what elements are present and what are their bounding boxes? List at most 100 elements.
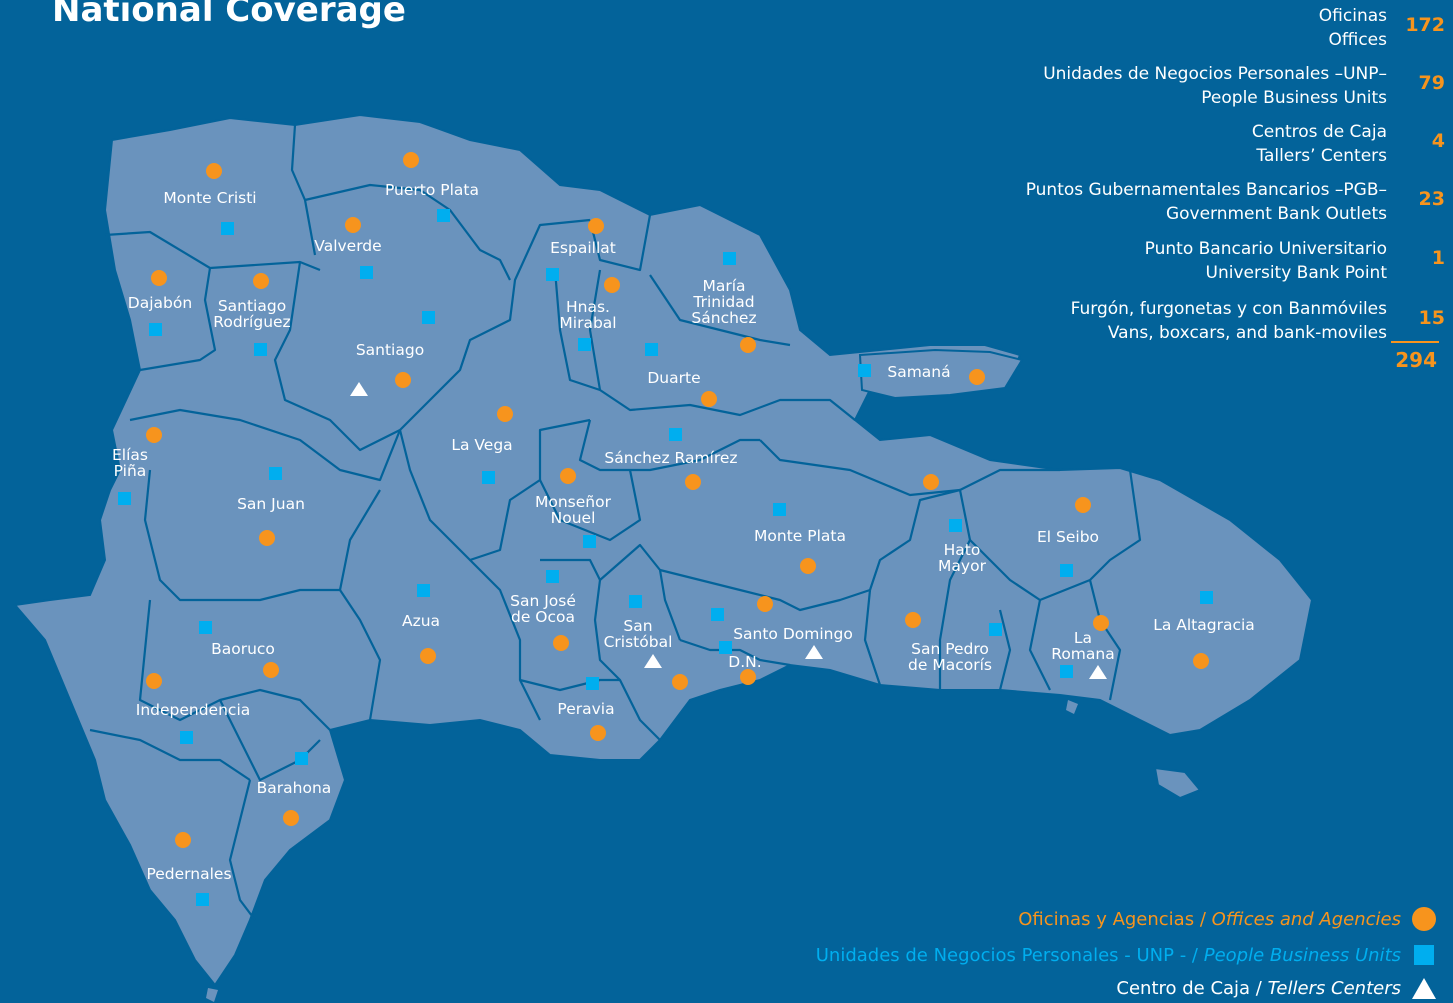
stat-label-es: Furgón, furgonetas y con Banmóviles <box>1070 299 1387 319</box>
label-line: María <box>702 277 745 295</box>
province-label: Barahona <box>257 779 332 797</box>
office-marker <box>151 270 167 286</box>
border-line <box>290 124 317 256</box>
office-marker <box>420 648 436 664</box>
office-marker <box>560 468 576 484</box>
label-line: Monte Plata <box>754 527 846 545</box>
unp-marker <box>546 570 559 583</box>
province-label: Santiago <box>356 341 424 359</box>
unp-marker <box>221 222 234 235</box>
white-triangle-icon <box>1412 977 1436 999</box>
label-line: Santo Domingo <box>733 625 853 643</box>
border-line <box>649 274 791 347</box>
border-line <box>959 468 1060 491</box>
unp-marker <box>578 338 591 351</box>
office-marker <box>604 277 620 293</box>
border-line <box>519 678 620 692</box>
label-line: Azua <box>402 612 440 630</box>
office-marker <box>590 725 606 741</box>
office-marker <box>403 152 419 168</box>
province-label: Pedernales <box>146 865 231 883</box>
label-line: Romana <box>1051 645 1114 663</box>
province-label: Monte Cristi <box>163 189 256 207</box>
border-line <box>273 261 401 452</box>
label-line: La Vega <box>451 436 512 454</box>
office-marker <box>146 673 162 689</box>
province-label: Azua <box>402 612 440 630</box>
unp-marker <box>1060 564 1073 577</box>
label-line: Espaillat <box>550 239 616 257</box>
label-line: Monseñor <box>535 493 612 511</box>
legend-tellers: Centro de Caja / Tellers Centers <box>1116 973 1437 1003</box>
total-divider <box>1391 341 1439 343</box>
border-line <box>398 418 591 562</box>
border-line <box>588 214 652 272</box>
border-line <box>998 609 1012 691</box>
unp-marker <box>437 209 450 222</box>
legend-label: Centro de Caja / Tellers Centers <box>1116 977 1401 999</box>
stat-value: 4 <box>1431 130 1445 152</box>
unp-marker <box>422 311 435 324</box>
stat-value: 15 <box>1418 307 1445 329</box>
province-label: Valverde <box>314 237 381 255</box>
border-line <box>143 469 340 602</box>
label-line: Elías <box>112 446 148 464</box>
label-line: de Macorís <box>908 656 992 674</box>
unp-marker <box>199 621 212 634</box>
office-marker <box>263 662 279 678</box>
legend-offices: Oficinas y Agencias / Offices and Agenci… <box>1018 904 1437 934</box>
label-line: San Juan <box>237 495 305 513</box>
saona-island <box>1153 766 1202 800</box>
label-line: Duarte <box>647 369 700 387</box>
label-line: Peravia <box>557 700 614 718</box>
unp-marker <box>989 623 1002 636</box>
label-line: San <box>623 617 652 635</box>
province-label: Monte Plata <box>754 527 846 545</box>
office-markers <box>146 152 1209 848</box>
office-marker <box>757 596 773 612</box>
stat-label-en: Vans, boxcars, and bank-moviles <box>1107 323 1387 343</box>
unp-marker <box>723 252 736 265</box>
border-line <box>139 267 217 372</box>
label-line: Mirabal <box>559 314 616 332</box>
office-marker <box>253 273 269 289</box>
office-marker <box>685 474 701 490</box>
border-line <box>539 469 642 542</box>
province-label: Hnas.Mirabal <box>559 298 616 332</box>
province-label: Dajabón <box>128 294 192 312</box>
unp-marker <box>858 364 871 377</box>
border-line <box>593 579 661 741</box>
label-line: Pedernales <box>146 865 231 883</box>
unp-marker <box>645 343 658 356</box>
border-line <box>679 638 791 667</box>
stat-label-es: Unidades de Negocios Personales –UNP– <box>1043 64 1387 84</box>
province-label: Duarte <box>647 369 700 387</box>
unp-marker <box>417 584 430 597</box>
beata-islet <box>206 988 218 1002</box>
unp-marker <box>586 677 599 690</box>
province-label: D.N. <box>728 653 761 671</box>
stat-pgb: Puntos Gubernamentales Bancarios –PGB–Go… <box>925 178 1445 226</box>
unp-marker <box>719 641 732 654</box>
stat-unp: Unidades de Negocios Personales –UNP–Peo… <box>925 62 1445 110</box>
unp-marker <box>482 471 495 484</box>
border-line <box>129 408 402 482</box>
border-line <box>338 489 381 591</box>
office-marker <box>740 337 756 353</box>
office-marker <box>345 217 361 233</box>
label-line: Rodríguez <box>213 313 290 331</box>
unp-marker <box>629 595 642 608</box>
label-line: San Pedro <box>911 640 989 658</box>
unp-marker <box>196 893 209 906</box>
label-line: Trinidad <box>692 293 754 311</box>
province-label: El Seibo <box>1037 528 1099 546</box>
label-line: Dajabón <box>128 294 192 312</box>
office-marker <box>800 558 816 574</box>
